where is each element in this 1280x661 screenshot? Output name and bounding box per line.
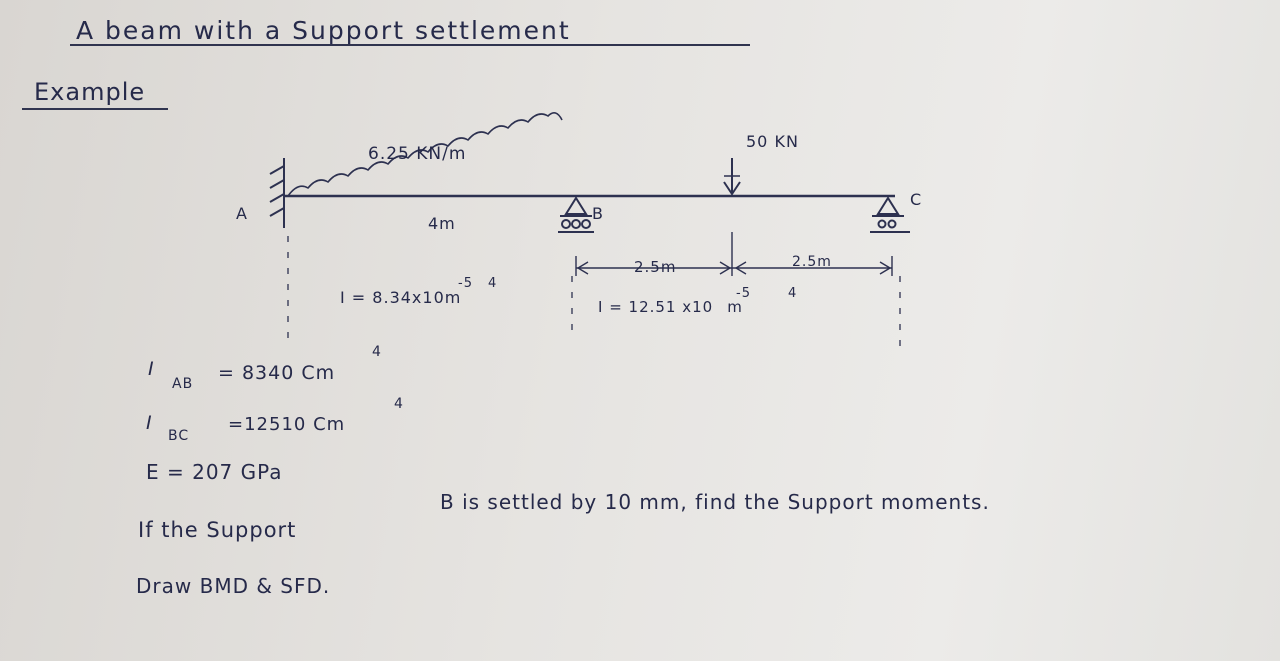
point-load-label: 50 KN [746,132,799,151]
ibc-subscript: BC [168,428,190,444]
roller-support-c [876,196,900,215]
support-c-label: C [910,190,923,209]
inertia-bc-unit-exponent: 4 [788,286,798,301]
support-a-label: A [236,204,248,223]
udl-label: 6.25 KN/m [368,144,467,164]
problem-line2: Draw BMD & SFD. [136,574,331,598]
inertia-ab-unit: m [444,288,462,307]
roller-support-b [564,196,588,215]
inertia-ab-exponent: -5 [458,276,473,291]
udl-load [287,112,563,197]
iab-value: = 8340 Cm [218,362,336,384]
inertia-ab-value: I = 8.34x10 [340,288,445,307]
span-load-c-label: 2.5m [792,254,832,270]
inertia-bc-exponent: -5 [736,286,751,301]
ibc-symbol: I [146,412,153,434]
iab-exponent: 4 [372,344,382,360]
inertia-ab-unit-exponent: 4 [488,276,498,291]
ibc-value: =12510 Cm [228,414,346,435]
problem-line1-a: If the Support [138,518,297,542]
page-title: A beam with a Support settlement [76,16,571,45]
problem-line1-b: B is settled by 10 mm, find the Support … [440,490,990,514]
example-heading: Example [34,78,146,106]
iab-symbol: I [148,358,155,380]
inertia-bc-unit: m [727,298,743,316]
iab-subscript: AB [172,376,194,392]
modulus-value: E = 207 GPa [146,460,283,484]
support-b-label: B [592,204,604,223]
inertia-bc-value: I = 12.51 x10 [598,298,714,316]
span-ab-label: 4m [428,214,456,233]
title-underline [70,44,750,46]
span-b-load-label: 2.5m [634,258,677,276]
ibc-exponent: 4 [394,396,404,412]
example-underline [22,108,168,110]
